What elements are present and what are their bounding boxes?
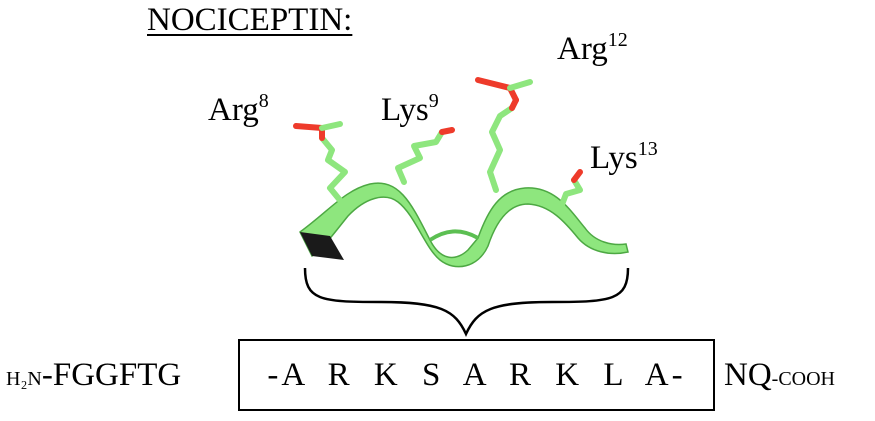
- sidechain-arg8: [319, 135, 351, 213]
- sidechain-arg8-carboxyl: [293, 123, 325, 131]
- sidechain-arg8-carbon: [319, 121, 343, 131]
- helix-n-terminal-end: [300, 232, 344, 260]
- label-lys13: Lys13: [590, 138, 658, 176]
- label-lys9: Lys9: [381, 90, 439, 128]
- helix-ribbon: [299, 182, 629, 268]
- sidechain-lys13-nitrogen: [571, 169, 583, 183]
- label-arg8: Arg8: [208, 90, 269, 128]
- helix-body: [299, 182, 629, 268]
- diagram-title: NOCICEPTIN:: [147, 2, 353, 38]
- helix-inner-shade: [428, 229, 479, 242]
- n-terminal-sequence: H₂N-FGGFTG: [6, 357, 182, 393]
- sidechain-lys9: [395, 129, 445, 185]
- c-terminal-sequence: NQ-COOH: [724, 357, 836, 393]
- side-chains: [293, 77, 583, 213]
- curly-bracket: [303, 267, 630, 337]
- sidechain-lys13: [557, 177, 583, 213]
- sidechain-lys9-nitrogen: [439, 127, 455, 135]
- sidechain-arg12: [487, 105, 515, 193]
- label-arg12: Arg12: [557, 29, 628, 67]
- sidechain-arg12-carbon: [507, 79, 533, 91]
- boxed-helix-sequence: -A R K S A R K L A-: [238, 339, 715, 411]
- boxed-residues: -A R K S A R K L A-: [267, 357, 686, 393]
